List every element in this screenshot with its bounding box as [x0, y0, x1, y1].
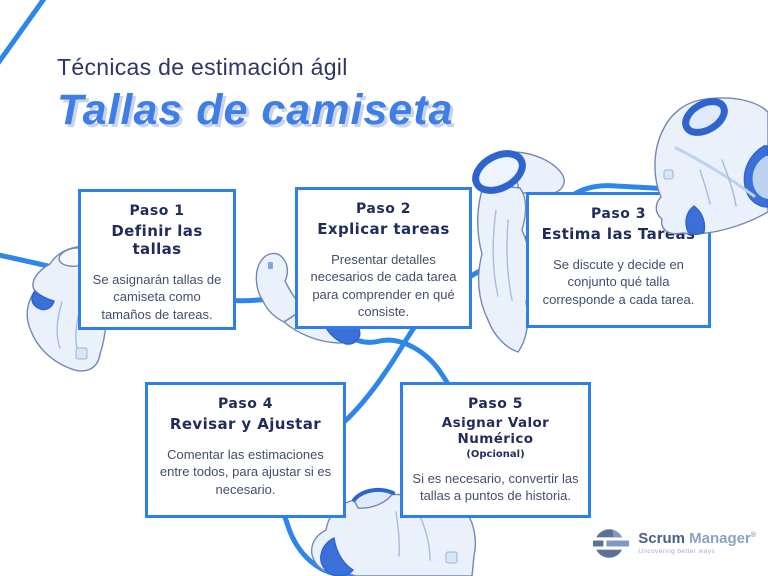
step-body: Si es necesario, convertir las tallas a … [412, 471, 579, 504]
step-title: Paso 3 [591, 206, 646, 222]
step-note: (Opcional) [466, 449, 525, 460]
step-box-paso-4: Paso 4 Revisar y Ajustar Comentar las es… [145, 382, 346, 518]
step-body: Comentar las estimaciones entre todos, p… [159, 447, 332, 497]
step-box-paso-1: Paso 1 Definir las tallas Se asignarán t… [78, 189, 236, 330]
logo-brand-secondary: Manager [689, 530, 751, 548]
logo-tagline: Uncovering better ways [638, 547, 716, 555]
scrum-manager-logo: Scrum Manager® Uncovering better ways [593, 527, 756, 560]
logo-brand-primary: Scrum [638, 530, 685, 548]
step-title: Paso 2 [356, 201, 411, 217]
logo-brand: Scrum Manager® [638, 531, 756, 547]
header: Técnicas de estimación ágil Tallas de ca… [57, 54, 453, 135]
step-box-paso-5: Paso 5 Asignar Valor Numérico (Opcional)… [400, 382, 591, 518]
step-subtitle: Estima las Tareas [541, 225, 696, 243]
step-subtitle: Asignar Valor Numérico [441, 415, 550, 447]
step-subtitle: Revisar y Ajustar [169, 415, 322, 433]
registered-mark: ® [750, 532, 756, 540]
step-title: Paso 1 [129, 203, 185, 219]
logo-text: Scrum Manager® Uncovering better ways [638, 531, 756, 556]
step-title: Paso 4 [218, 396, 273, 412]
step-body: Se asignarán tallas de camiseta como tam… [92, 272, 222, 322]
step-title: Paso 5 [468, 396, 523, 412]
step-body: Presentar detalles necesarios de cada ta… [310, 252, 457, 320]
page-subtitle: Técnicas de estimación ágil [57, 54, 348, 80]
step-subtitle: Explicar tareas [317, 220, 450, 238]
step-box-paso-2: Paso 2 Explicar tareas Presentar detalle… [295, 187, 472, 329]
step-box-paso-3: Paso 3 Estima las Tareas Se discute y de… [526, 192, 711, 328]
page-title: Tallas de camiseta [57, 86, 454, 134]
scrum-manager-logo-icon [593, 529, 630, 558]
step-body: Se discute y decide en conjunto qué tall… [542, 257, 695, 307]
step-subtitle: Definir las tallas [111, 222, 203, 258]
